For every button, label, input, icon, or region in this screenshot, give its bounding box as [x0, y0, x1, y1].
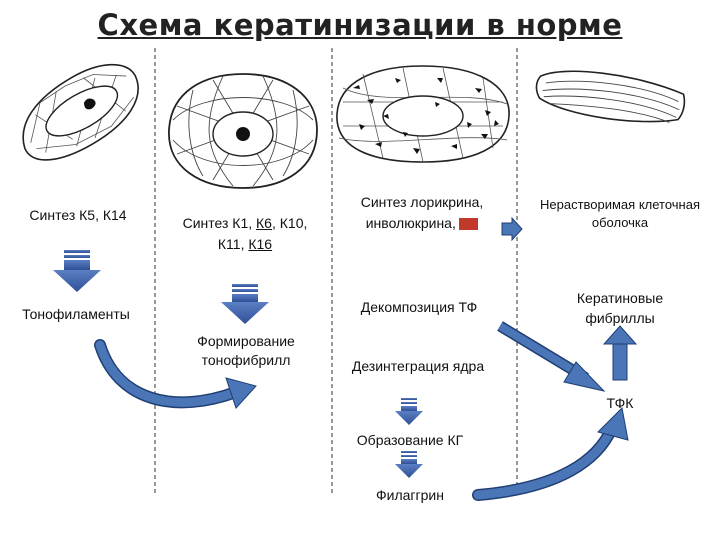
label-tfk: ТФК: [606, 395, 634, 411]
block-arrow-col2: [221, 284, 269, 324]
label-k11-k16: К11, К16: [162, 235, 328, 253]
label-filaggrin: Филаггрин: [376, 487, 444, 503]
label-synth-k1-prefix: Синтез К1,: [182, 215, 257, 231]
label-synth-k1-suffix: , К10,: [271, 215, 308, 231]
corneocyte-icon: [535, 70, 686, 123]
label-insoluble-envelope-2: оболочка: [591, 215, 649, 230]
label-form-tonofibrils-2: тонофибрилл: [201, 352, 291, 368]
label-tonofilaments: Тонофиламенты: [22, 306, 130, 322]
label-involucrin-text: инволюкрина,: [365, 215, 456, 231]
label-k6: К6: [256, 215, 272, 231]
label-kg-formation: Образование КГ: [356, 432, 464, 448]
granular-cell-icon: [336, 65, 510, 163]
label-synth-loricrin: Синтез лорикрина,: [360, 194, 484, 210]
label-synth-k1: Синтез К1, К6, К10,: [162, 214, 328, 232]
curved-arrow-filaggrin: [472, 406, 629, 501]
basal-cell-icon: [22, 63, 139, 161]
small-right-arrow: [501, 216, 523, 242]
diagonal-arrow-tfk: [497, 321, 606, 392]
label-synth-k5-k14: Синтез К5, К14: [29, 207, 127, 223]
block-arrow-col3-fil: [395, 451, 423, 478]
label-keratin-fibrils-2: фибриллы: [585, 310, 655, 326]
curved-arrow-tono: [94, 339, 257, 409]
label-insoluble-envelope-1: Нерастворимая клеточная: [539, 197, 701, 212]
block-arrow-col1: [53, 250, 101, 292]
block-arrow-col3-kg: [395, 398, 423, 425]
label-involucrin: инволюкрина,ТГ3: [336, 214, 508, 232]
label-form-tonofibrils-1: Формирование: [197, 333, 295, 349]
up-arrow-col4: [602, 325, 638, 381]
spinous-cell-icon: [168, 73, 318, 189]
tg3-tag: ТГ3: [458, 218, 479, 231]
label-decomposition-tf: Декомпозиция ТФ: [360, 299, 478, 315]
label-k16: К16: [248, 236, 273, 252]
diagram-title: Схема кератинизации в норме: [97, 8, 623, 42]
label-keratin-fibrils-1: Кератиновые: [576, 290, 664, 306]
label-nucleus-disintegration: Дезинтеграция ядра: [351, 358, 485, 374]
label-k11: К11,: [217, 236, 249, 252]
